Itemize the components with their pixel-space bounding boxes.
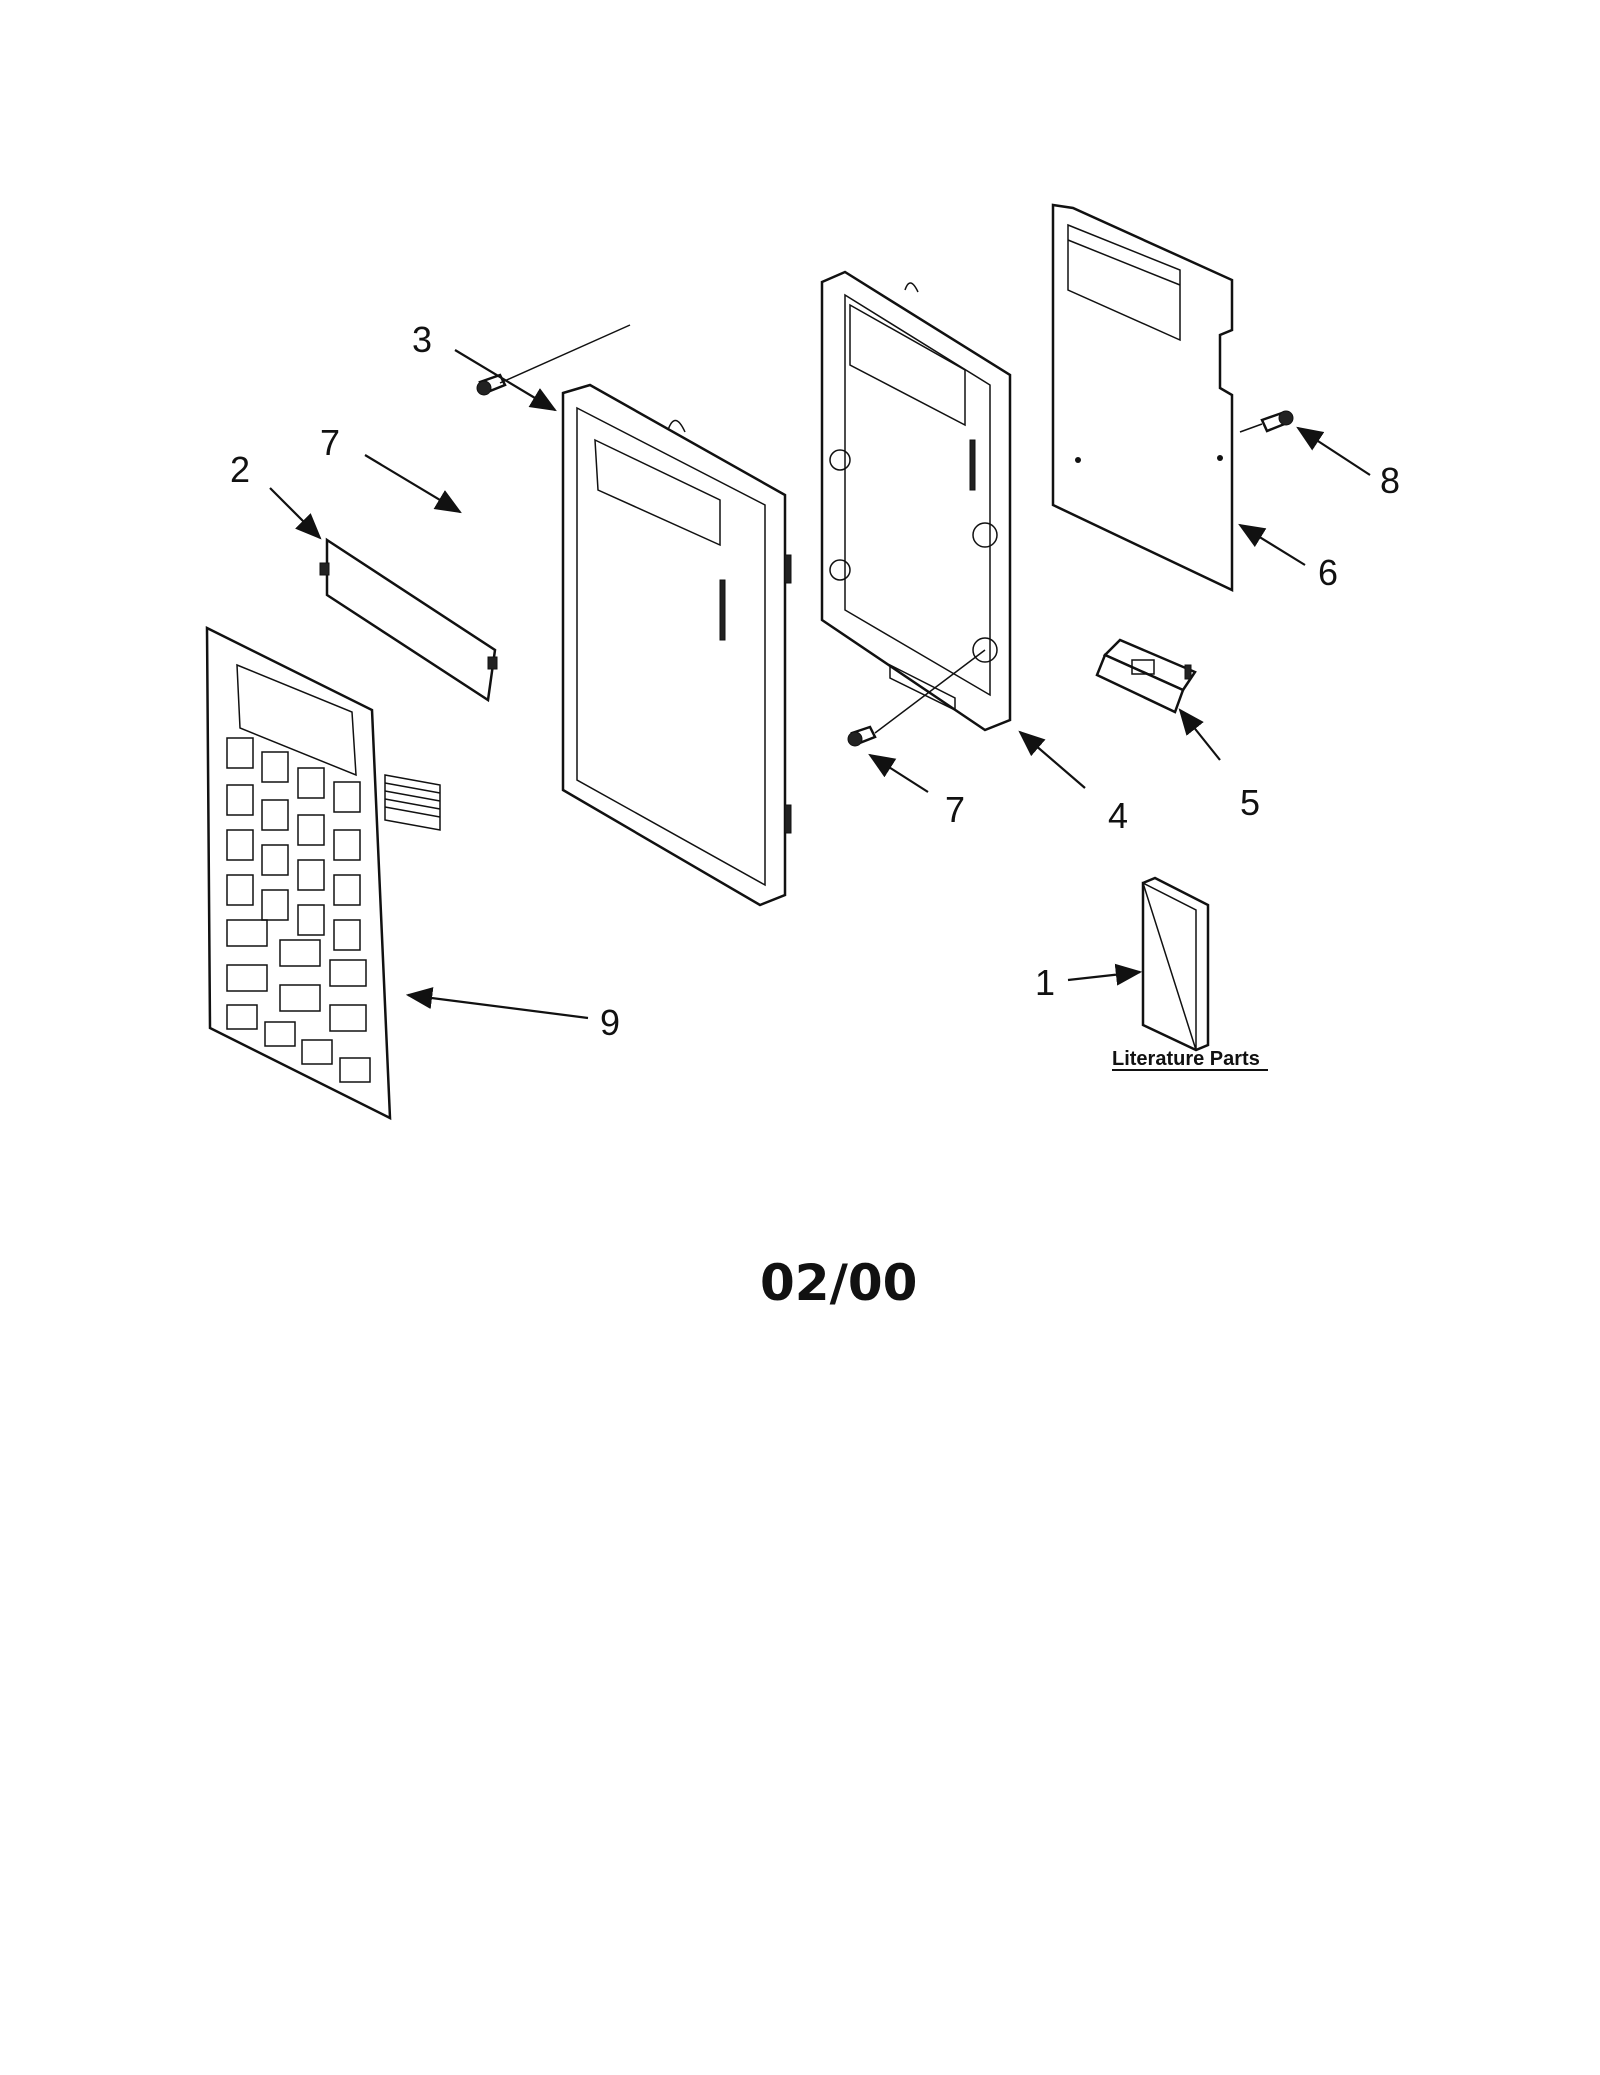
screw-7-left	[476, 373, 507, 396]
callout-4: 4	[1108, 795, 1128, 836]
callout-arrows	[269, 349, 1371, 1020]
callout-2: 2	[230, 449, 250, 490]
control-board-part	[1051, 203, 1234, 592]
keypad-buttons	[226, 737, 371, 1083]
callout-1: 1	[1035, 962, 1055, 1003]
control-panel-frame-part	[561, 383, 792, 907]
ribbon-cable	[384, 774, 441, 831]
window-lens-part	[319, 537, 498, 703]
literature-parts-label: Literature Parts	[1112, 1048, 1260, 1070]
screw-8	[1260, 410, 1294, 433]
callout-6: 6	[1318, 552, 1338, 593]
callout-7-right: 7	[945, 789, 965, 830]
literature-booklet-part	[1141, 876, 1210, 1052]
callout-3: 3	[412, 319, 432, 360]
bracket-part	[1095, 638, 1197, 714]
callout-5: 5	[1240, 782, 1260, 823]
date-code: 02/00	[760, 1254, 917, 1312]
keypad-overlay-part	[205, 625, 441, 1121]
callout-9: 9	[600, 1002, 620, 1043]
callout-8: 8	[1380, 460, 1400, 501]
callout-7-left: 7	[320, 422, 340, 463]
panel-bracket-part	[820, 270, 1012, 732]
screw-7-right	[847, 725, 877, 747]
